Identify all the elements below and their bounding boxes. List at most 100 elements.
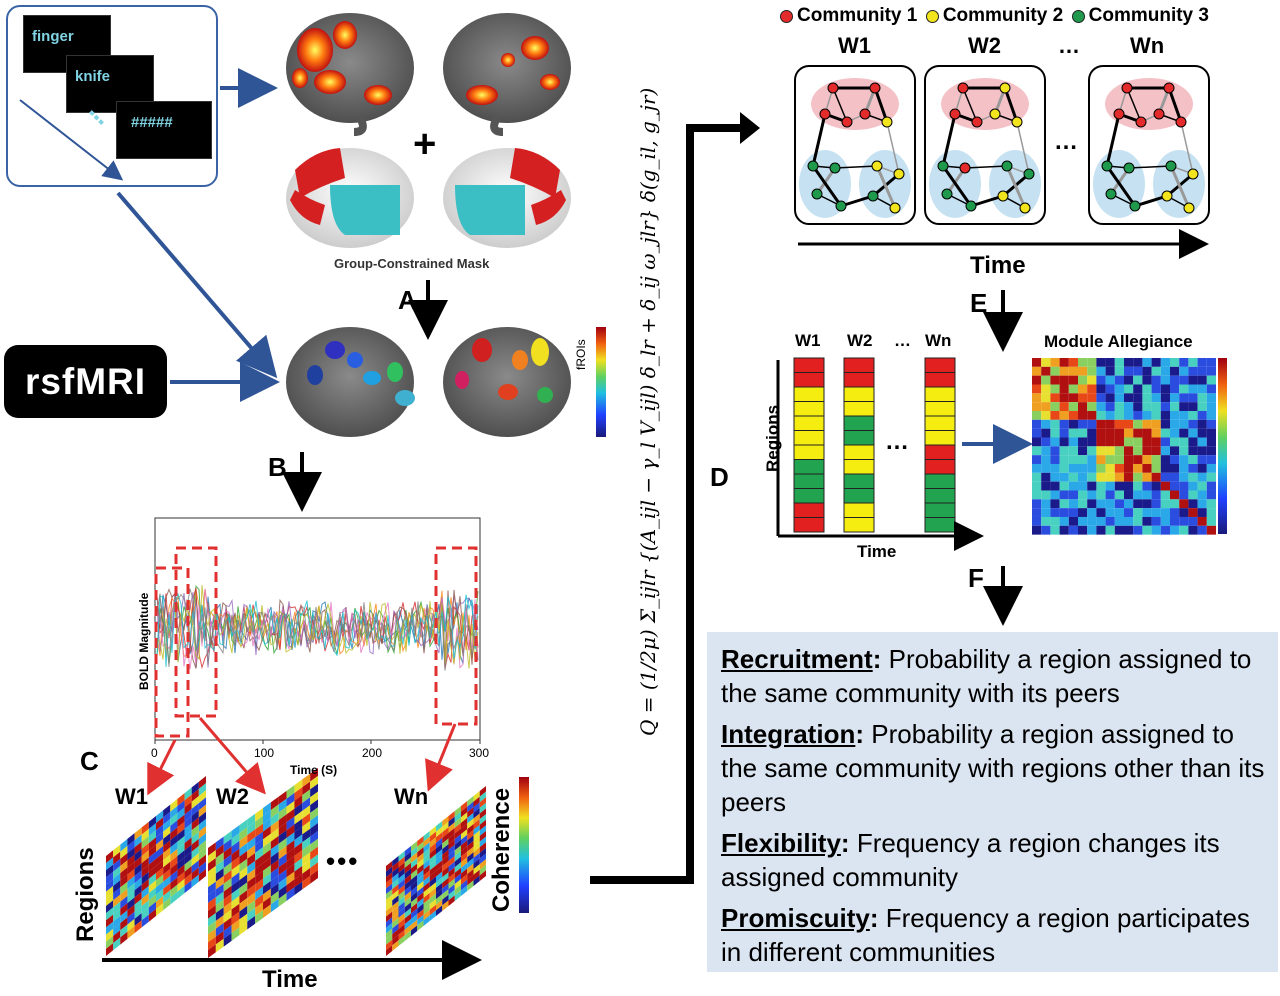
coherence-cell xyxy=(120,838,128,852)
coherence-cell xyxy=(442,900,449,911)
coherence-cell xyxy=(448,878,455,890)
coherence-cell xyxy=(120,860,128,874)
assignment-cell xyxy=(843,459,875,475)
allegiance-cell xyxy=(1188,402,1198,411)
allegiance-cell xyxy=(1059,375,1069,385)
coherence-cell xyxy=(255,910,263,924)
coherence-cell xyxy=(163,883,171,896)
coherence-cell xyxy=(278,853,287,868)
coherence-cell xyxy=(120,846,128,859)
coherence-cell xyxy=(429,887,436,899)
coherence-cell xyxy=(198,854,206,868)
allegiance-cell xyxy=(1197,446,1207,456)
coherence-cell xyxy=(127,861,135,875)
coherence-cell xyxy=(148,858,156,872)
allegiance-cell xyxy=(1151,366,1161,376)
coherence-cell xyxy=(461,812,468,823)
allegiance-cell xyxy=(1032,428,1042,438)
coherence-cell xyxy=(191,838,199,852)
coherence-cell xyxy=(479,836,486,848)
allegiance-cell xyxy=(1170,516,1180,526)
coherence-cell xyxy=(191,781,199,795)
coherence-cell xyxy=(442,832,449,844)
allegiance-cell xyxy=(1160,375,1170,385)
coherence-cell xyxy=(310,854,318,868)
allegiance-cell xyxy=(1133,428,1143,438)
allegiance-cell xyxy=(1078,472,1088,482)
coherence-cell xyxy=(255,847,263,861)
allegiance-cell xyxy=(1087,516,1097,526)
assignment-ellipsis: … xyxy=(885,428,909,455)
coherence-cell xyxy=(247,853,256,867)
coherence-cell xyxy=(473,852,480,864)
coherence-cell xyxy=(302,860,311,874)
allegiance-cell xyxy=(1105,516,1115,526)
coherence-cell xyxy=(392,940,399,951)
allegiance-cell xyxy=(1078,419,1088,429)
coherence-cell xyxy=(191,810,199,824)
allegiance-cell xyxy=(1188,419,1198,429)
coherence-cell xyxy=(436,860,443,871)
network-node xyxy=(1153,108,1165,120)
allegiance-cell xyxy=(1105,393,1115,403)
allegiance-cell xyxy=(1050,499,1060,509)
coherence-cell xyxy=(215,899,224,913)
coherence-cell xyxy=(392,912,399,923)
coherence-cell xyxy=(398,929,405,941)
network-node xyxy=(959,162,971,174)
network-node xyxy=(1175,116,1187,128)
network-edge xyxy=(832,87,848,123)
coherence-cell xyxy=(429,904,436,916)
allegiance-cell xyxy=(1151,402,1161,411)
coherence-cell xyxy=(106,871,114,885)
allegiance-cell xyxy=(1050,358,1060,367)
coherence-cell xyxy=(263,865,271,879)
coherence-cell xyxy=(286,871,295,886)
allegiance-cell xyxy=(1179,437,1189,447)
allegiance-cell xyxy=(1078,384,1088,394)
metric-integration: Integration: Probability a region assign… xyxy=(721,719,1265,817)
coherence-cell xyxy=(208,928,216,943)
allegiance-cell xyxy=(1059,446,1069,456)
coherence-cell xyxy=(231,856,240,871)
coherence-cell xyxy=(170,870,178,884)
coherence-cell xyxy=(148,894,156,908)
allegiance-cell xyxy=(1160,463,1170,473)
coherence-cell xyxy=(198,840,206,854)
coherence-cell xyxy=(404,902,411,913)
stimulus-card-3: ##### xyxy=(116,101,212,159)
allegiance-cell xyxy=(1068,472,1078,482)
coherence-cell xyxy=(448,889,455,901)
coherence-cell xyxy=(127,883,135,896)
coherence-cell xyxy=(392,923,399,935)
coherence-cell xyxy=(177,886,185,899)
coherence-cell xyxy=(479,870,486,881)
coherence-cell xyxy=(436,854,443,866)
coherence-cell xyxy=(386,894,393,906)
allegiance-cell xyxy=(1133,358,1143,367)
coherence-cell xyxy=(278,822,287,836)
bold-xtick-0: 0 xyxy=(151,746,158,760)
assignment-cell xyxy=(793,473,825,489)
coherence-cell xyxy=(208,897,216,911)
coherence-cell xyxy=(263,833,271,848)
coherence-cell xyxy=(215,868,224,882)
assignment-window-1: W1 xyxy=(795,331,821,350)
allegiance-cell xyxy=(1206,525,1216,535)
coherence-cell xyxy=(120,903,128,916)
coherence-cell xyxy=(310,783,318,798)
coherence-cell xyxy=(467,829,474,841)
allegiance-cell xyxy=(1105,437,1115,447)
allegiance-cell xyxy=(1068,463,1078,473)
coherence-cell xyxy=(429,854,436,865)
allegiance-cell xyxy=(1197,516,1207,526)
coherence-cell xyxy=(454,839,461,851)
allegiance-cell xyxy=(1151,446,1161,456)
allegiance-cell xyxy=(1078,402,1088,411)
coherence-cell xyxy=(113,851,121,865)
network-edge xyxy=(1105,113,1121,167)
coherence-cell xyxy=(134,898,142,912)
coherence-cell xyxy=(106,928,114,942)
allegiance-cell xyxy=(1068,525,1078,535)
coherence-cell xyxy=(392,906,399,918)
